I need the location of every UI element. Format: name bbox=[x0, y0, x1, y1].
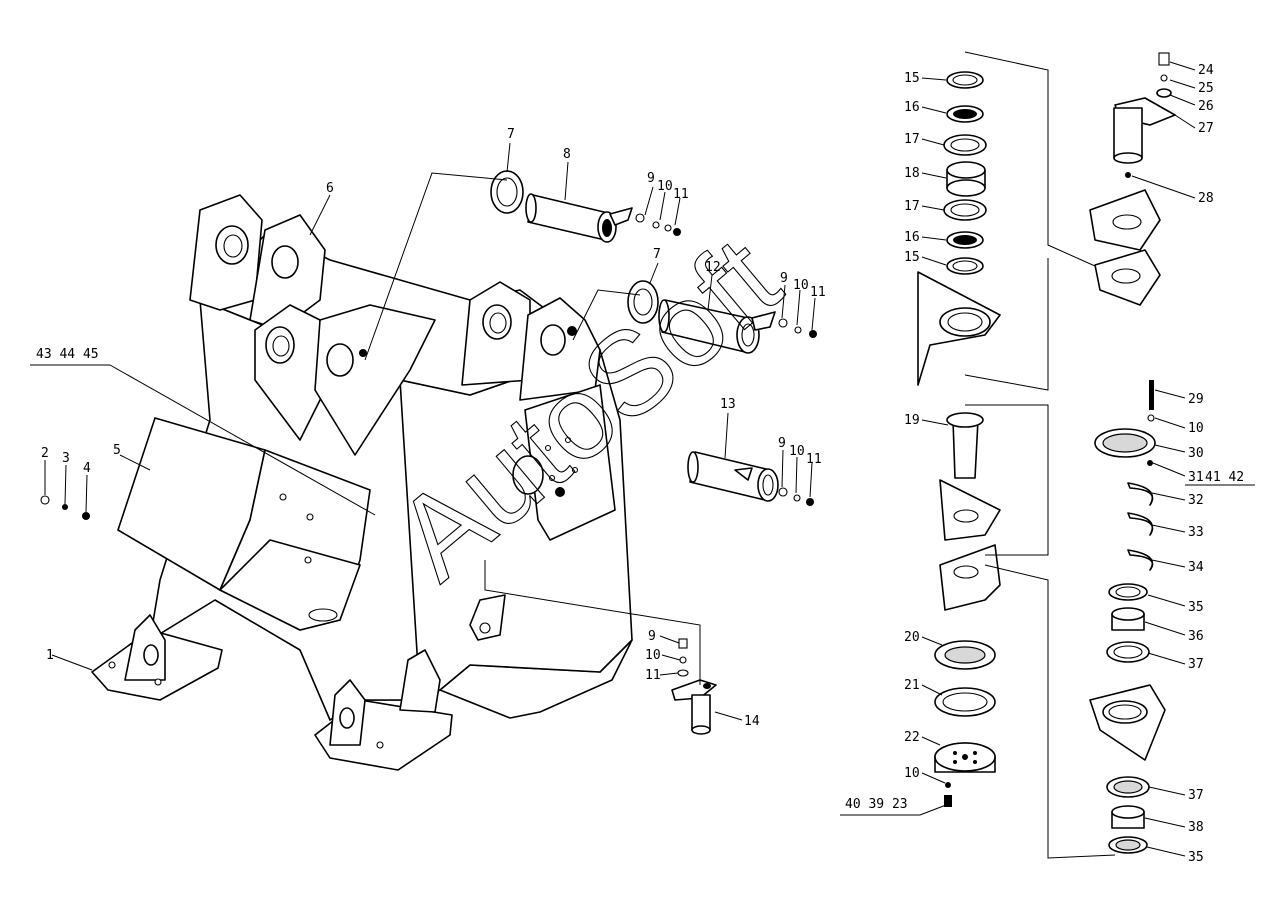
callout-18: 18 bbox=[904, 166, 920, 181]
upper-pin-group bbox=[490, 170, 681, 243]
callout-19: 19 bbox=[904, 413, 920, 428]
callout-10-flange: 10 bbox=[1188, 421, 1204, 436]
callout-16-bottom: 16 bbox=[904, 230, 920, 245]
callout-35-lower: 35 bbox=[1188, 850, 1204, 865]
box-floor bbox=[219, 539, 361, 631]
callout-3: 3 bbox=[62, 451, 70, 466]
callout-40-39-23: 40 39 23 bbox=[845, 797, 908, 812]
callout-30: 30 bbox=[1188, 446, 1204, 461]
bolt-group-2-3-4 bbox=[40, 495, 90, 520]
callout-10-cap: 10 bbox=[904, 766, 920, 781]
callout-28: 28 bbox=[1198, 191, 1214, 206]
callout-7-middle: 7 bbox=[653, 247, 661, 262]
callout-15-top: 15 bbox=[904, 71, 920, 86]
callout-12: 12 bbox=[705, 260, 721, 275]
rear-body-lower-hole bbox=[469, 594, 506, 641]
callout-2: 2 bbox=[41, 446, 49, 461]
pin-14 bbox=[691, 694, 711, 731]
leader-lines bbox=[30, 61, 1255, 857]
callout-37-lower: 37 bbox=[1188, 788, 1204, 803]
pin-27 bbox=[1113, 107, 1143, 159]
callout-38: 38 bbox=[1188, 820, 1204, 835]
callout-43-44-45: 43 44 45 bbox=[36, 347, 99, 362]
callout-24: 24 bbox=[1198, 63, 1214, 78]
callout-34: 34 bbox=[1188, 560, 1204, 575]
callout-22: 22 bbox=[904, 730, 920, 745]
callout-10-upper: 10 bbox=[657, 179, 673, 194]
pin-19 bbox=[952, 419, 979, 479]
lower-pin-group bbox=[687, 451, 814, 506]
callout-17-top: 17 bbox=[904, 132, 920, 147]
ring-34 bbox=[1127, 549, 1154, 571]
ring-32 bbox=[1127, 482, 1154, 506]
callout-25: 25 bbox=[1198, 81, 1214, 96]
callout-10-middle: 10 bbox=[793, 278, 809, 293]
callout-5: 5 bbox=[113, 443, 121, 458]
callout-37-upper: 37 bbox=[1188, 657, 1204, 672]
callout-1: 1 bbox=[46, 648, 54, 663]
callout-9-upper: 9 bbox=[647, 171, 655, 186]
callout-21: 21 bbox=[904, 678, 920, 693]
callout-20: 20 bbox=[904, 630, 920, 645]
ring-33 bbox=[1127, 512, 1154, 536]
pin-lower bbox=[689, 451, 771, 501]
callout-29: 29 bbox=[1188, 392, 1204, 407]
callout-7-upper: 7 bbox=[507, 127, 515, 142]
callout-10-pin14: 10 bbox=[645, 648, 661, 663]
upper-hinge-stack bbox=[917, 51, 1116, 391]
box-floor-hole bbox=[308, 608, 338, 622]
callout-26: 26 bbox=[1198, 99, 1214, 114]
callout-32: 32 bbox=[1188, 493, 1204, 508]
callout-11-middle: 11 bbox=[810, 285, 826, 300]
callout-8: 8 bbox=[563, 147, 571, 162]
front-frame-assembly bbox=[91, 194, 633, 771]
lower-pivot-boss bbox=[512, 455, 544, 495]
callout-27: 27 bbox=[1198, 121, 1214, 136]
callout-labels: 1 2 3 4 5 6 7 8 9 10 11 7 12 9 10 11 13 … bbox=[36, 63, 1244, 865]
callout-17-bottom: 17 bbox=[904, 199, 920, 214]
front-leg-right-2 bbox=[399, 649, 441, 713]
callout-36: 36 bbox=[1188, 629, 1204, 644]
callout-9-pin14: 9 bbox=[648, 629, 656, 644]
callout-6: 6 bbox=[326, 181, 334, 196]
callout-11-pin14: 11 bbox=[645, 668, 661, 683]
pin-upper bbox=[527, 194, 609, 241]
callout-35-upper: 35 bbox=[1188, 600, 1204, 615]
callout-4: 4 bbox=[83, 461, 91, 476]
callout-11-lower: 11 bbox=[806, 452, 822, 467]
callout-41-42: 41 42 bbox=[1205, 470, 1244, 485]
middle-lug-right bbox=[314, 304, 436, 456]
lower-hinge-stack bbox=[934, 404, 1116, 859]
callout-31: 31 bbox=[1188, 470, 1204, 485]
callout-9-lower: 9 bbox=[778, 436, 786, 451]
callout-14: 14 bbox=[744, 714, 760, 729]
callout-16-top: 16 bbox=[904, 100, 920, 115]
callout-13: 13 bbox=[720, 397, 736, 412]
bearing-stack-30-38 bbox=[1089, 380, 1166, 854]
pin-27-group bbox=[1089, 52, 1176, 306]
callout-10-lower: 10 bbox=[789, 444, 805, 459]
callout-15-bottom: 15 bbox=[904, 250, 920, 265]
callout-9-middle: 9 bbox=[780, 271, 788, 286]
middle-pin-group bbox=[627, 280, 817, 354]
callout-33: 33 bbox=[1188, 525, 1204, 540]
pin-14-group bbox=[671, 638, 717, 735]
steering-bracket-plate bbox=[524, 384, 616, 541]
callout-11-upper: 11 bbox=[673, 187, 689, 202]
